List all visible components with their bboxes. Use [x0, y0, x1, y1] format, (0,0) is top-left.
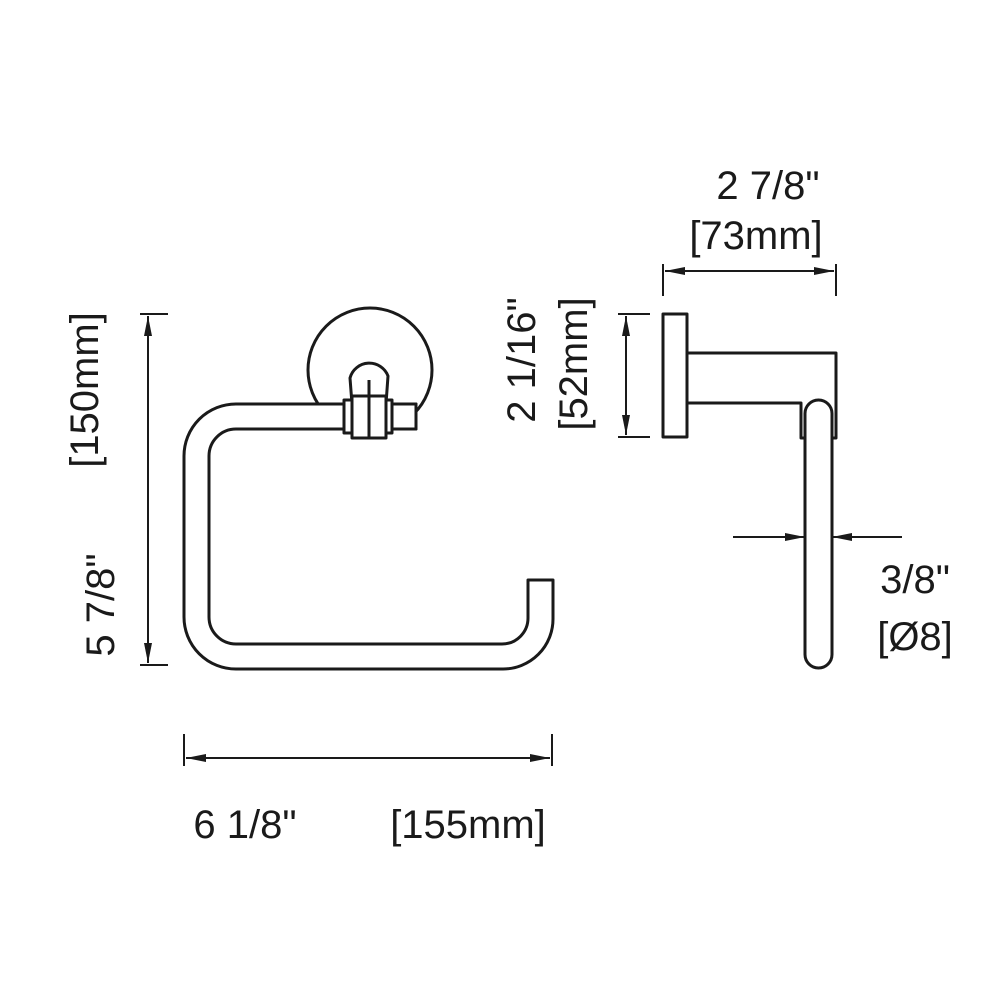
rod-imperial-label: 3/8" — [880, 558, 950, 602]
front-height-dimension — [140, 313, 168, 666]
front-view — [182, 306, 555, 671]
depth-dimension — [662, 264, 837, 296]
height-imperial-label: 5 7/8" — [79, 553, 123, 656]
depth-imperial-label: 2 7/8" — [716, 164, 819, 208]
width-imperial-label: 6 1/8" — [193, 803, 296, 847]
flange-height-dimension — [618, 313, 650, 438]
width-metric-label: [155mm] — [390, 803, 546, 847]
height-metric-label: [150mm] — [63, 312, 107, 468]
flange-imperial-label: 2 1/16" — [500, 297, 544, 422]
front-bar-end — [390, 402, 418, 431]
side-flange — [661, 312, 689, 439]
rod-metric-label: [Ø8] — [877, 615, 953, 659]
side-view — [661, 312, 838, 670]
front-width-dimension — [183, 734, 553, 766]
front-ring-outer — [182, 402, 555, 671]
depth-metric-label: [73mm] — [689, 214, 822, 258]
flange-metric-label: [52mm] — [552, 297, 596, 430]
side-rod — [803, 398, 834, 670]
